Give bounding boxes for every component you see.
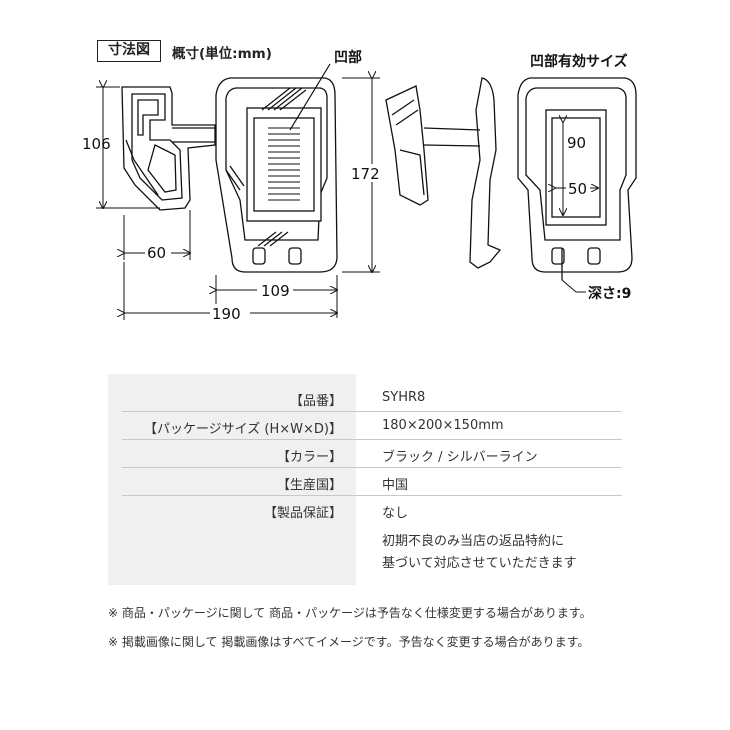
warranty-detail-text: 初期不良のみ当店の返品特約に: [382, 534, 565, 549]
dim-recess-height: 90: [567, 134, 586, 152]
front-view-recess-hatching: [268, 127, 300, 201]
spec-value: SYHR8: [382, 390, 426, 405]
spec-value: なし: [382, 506, 409, 521]
spec-divider: [122, 467, 622, 468]
spec-key: 【パッケージサイズ (H×W×D)】: [143, 422, 342, 437]
warranty-detail-text: 基づいて対応させていただきます: [382, 556, 577, 571]
dim-recess-width: 50: [568, 180, 587, 198]
spec-divider: [122, 411, 622, 412]
dim-side-height: 106: [82, 135, 111, 153]
dim-recess-depth: 深さ:9: [588, 285, 631, 302]
diagram-title: 寸法図: [97, 40, 161, 62]
dimension-diagram: 凹部 凹部有効サイズ: [80, 49, 637, 323]
front-view-grip-lines: [257, 87, 307, 247]
note-package-change: ※ 商品・パッケージに関して 商品・パッケージは予告なく仕様変更する場合がありま…: [108, 606, 592, 620]
side-profile-drawing: [121, 86, 216, 211]
spec-value: 中国: [382, 478, 409, 493]
unit-note: 概寸(単位:mm): [172, 46, 272, 62]
spec-key: 【生産国】: [276, 478, 342, 493]
dim-total-depth: 190: [212, 305, 241, 323]
dim-arm-length: 60: [147, 244, 166, 262]
spec-value: 180×200×150mm: [382, 418, 504, 433]
recess-label: 凹部: [334, 49, 362, 66]
recess-effective-label: 凹部有効サイズ: [530, 53, 628, 70]
dim-front-width: 109: [261, 282, 290, 300]
spec-key: 【製品保証】: [263, 506, 342, 521]
side-view-drawing: [385, 77, 502, 269]
dim-total-height: 172: [351, 165, 380, 183]
recess-size-view-drawing: [517, 77, 637, 280]
spec-key: 【カラー】: [276, 450, 342, 465]
spec-table-key-column: [108, 374, 356, 585]
spec-divider: [122, 439, 622, 440]
note-image-disclaimer: ※ 掲載画像に関して 掲載画像はすべてイメージです。予告なく変更する場合がありま…: [108, 635, 590, 649]
front-view-drawing: [215, 77, 338, 273]
recess-leader-line: [289, 63, 331, 131]
spec-key: 【品番】: [289, 394, 342, 409]
spec-value: ブラック / シルバーライン: [382, 450, 538, 465]
spec-divider: [122, 495, 622, 496]
